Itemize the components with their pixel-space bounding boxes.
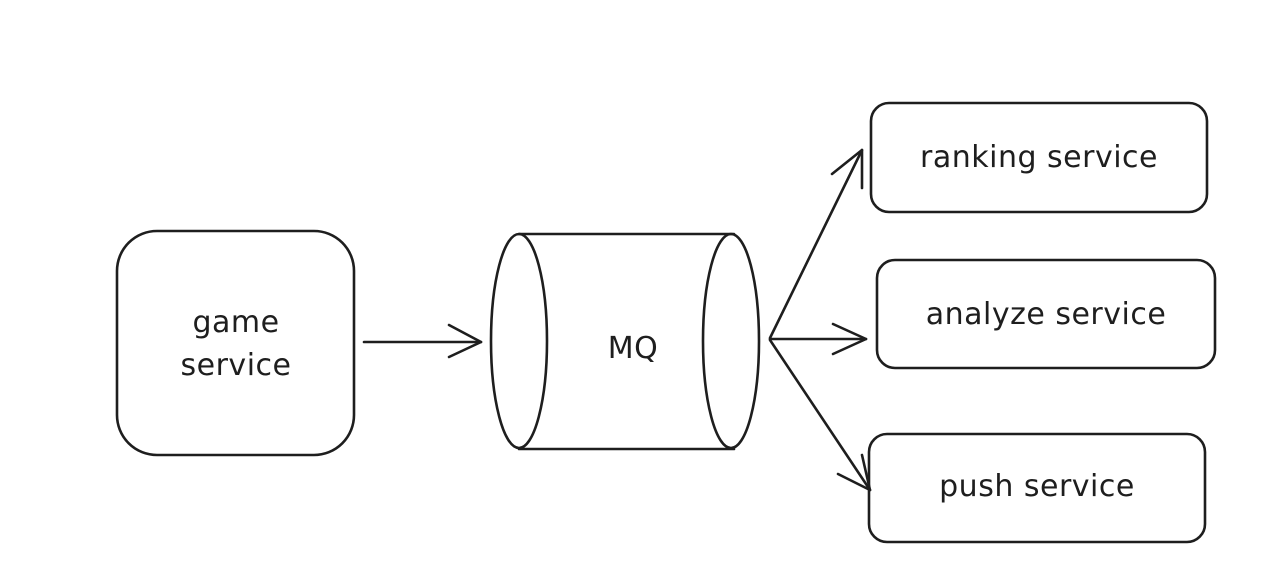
node-ranking-service[interactable]: ranking service [869, 101, 1209, 214]
game-service-label-line2: service [181, 348, 292, 383]
arrow-mq-to-ranking-shaft [768, 148, 864, 340]
node-game-service[interactable]: game service [115, 229, 356, 457]
analyze-service-label: analyze service [926, 297, 1167, 332]
arrow-game-to-mq-head [447, 323, 483, 359]
mq-label: MQ [608, 331, 659, 366]
game-service-label-line1: game [192, 305, 279, 340]
arrow-mq-to-ranking[interactable] [768, 148, 864, 340]
mq-right-cap [701, 232, 761, 450]
push-service-label: push service [939, 469, 1135, 504]
arrow-mq-to-analyze[interactable] [768, 322, 868, 356]
node-analyze-service[interactable]: analyze service [875, 258, 1217, 370]
arrow-mq-to-analyze-head [831, 322, 868, 356]
game-service-box [115, 229, 356, 457]
arrow-game-to-mq[interactable] [362, 323, 483, 359]
mq-left-cap [489, 232, 549, 450]
arrow-mq-to-push-shaft [768, 338, 872, 492]
node-mq[interactable]: MQ [489, 232, 761, 451]
analyze-service-box [875, 258, 1217, 370]
node-push-service[interactable]: push service [867, 432, 1207, 544]
ranking-service-box [869, 101, 1209, 214]
arrow-mq-to-ranking-head [830, 148, 864, 190]
arrow-mq-to-push-head [836, 453, 872, 492]
arrow-mq-to-push[interactable] [768, 338, 872, 492]
ranking-service-label: ranking service [920, 140, 1158, 175]
